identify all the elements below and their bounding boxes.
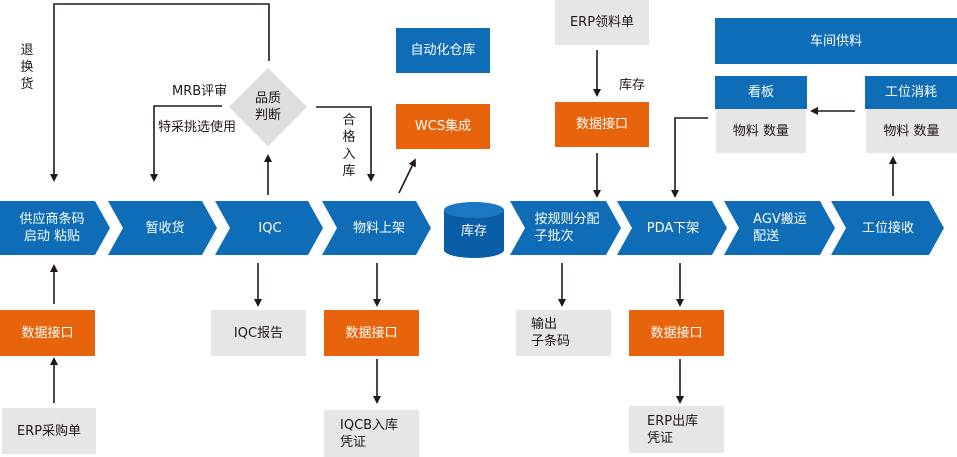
- step-station-receive: 工位接收: [861, 220, 914, 236]
- voucher-line1: IQCB入库: [340, 417, 399, 433]
- decision-line1: 品质: [254, 91, 281, 106]
- quality-decision-diamond: [229, 68, 307, 146]
- decision-line2: 判断: [254, 108, 281, 123]
- shelving-data-interface-box: 数据接口: [324, 310, 419, 356]
- step-supplier-barcode: 供应商条码启动 粘贴: [4, 201, 100, 255]
- step-label-line2: 配送: [753, 229, 780, 244]
- pda-data-interface-box: 数据接口: [629, 310, 724, 356]
- step-chevron-2: [108, 201, 217, 255]
- wcs-integration-box: WCS集成: [396, 104, 490, 149]
- iqc-report-box: IQC报告: [211, 310, 306, 356]
- qualified-char: 库: [342, 164, 356, 179]
- quality-decision-label: 品质判断: [238, 90, 298, 124]
- voucher-line2: 凭证: [340, 434, 367, 450]
- step-pda-unload: PDA下架: [646, 220, 700, 236]
- to-wcs-arrow: [398, 158, 416, 194]
- output-line2: 子条码: [531, 334, 571, 349]
- qualified-char: 格: [342, 130, 356, 145]
- step-chevron-7: [617, 201, 727, 255]
- erp-out-voucher-box: ERP出库凭证: [629, 406, 724, 453]
- output-line1: 输出: [531, 317, 558, 332]
- data-interface-box: 数据接口: [555, 102, 649, 147]
- kanban-material-qty: 物料 数量: [716, 109, 806, 153]
- special-use-label: 特采挑选使用: [158, 120, 237, 135]
- station-material-qty: 物料 数量: [866, 109, 957, 153]
- inventory-cylinder: [444, 202, 504, 258]
- auto-warehouse-box: 自动化仓库: [396, 28, 490, 73]
- mrb-review-label: MRB评审: [172, 84, 228, 99]
- step-label-line1: AGV搬运: [753, 212, 807, 227]
- step-chevron-1: [0, 201, 110, 255]
- sub-barcode-output-box: 输出子条码: [516, 310, 611, 356]
- step-allocate-sub-batch: 按规则分配子批次: [520, 201, 614, 255]
- step-label-line2: 启动 粘贴: [23, 229, 81, 244]
- return-char: 货: [20, 77, 34, 92]
- kanban-to-pda-arrow: [671, 117, 708, 198]
- erp-out-line2: 凭证: [647, 430, 674, 446]
- qualified-storage-label: 合 格 入 库: [342, 112, 356, 180]
- return-goods-label: 退 换 货: [20, 42, 34, 93]
- step-chevron-6: [510, 201, 621, 255]
- step-label-line1: 按规则分配: [534, 212, 600, 227]
- qualified-char: 入: [342, 147, 356, 162]
- workshop-supply-box: 车间供料: [715, 18, 957, 64]
- step-label-line1: 供应商条码: [19, 212, 85, 227]
- qualified-arrow: [316, 106, 375, 182]
- mrb-arrow: [150, 105, 222, 182]
- step-chevron-8: [724, 201, 835, 255]
- return-char: 换: [20, 60, 34, 75]
- step-chevron-4: [322, 201, 431, 255]
- qualified-char: 合: [342, 113, 356, 128]
- inventory-label: 库存: [619, 78, 646, 93]
- step-agv-delivery: AGV搬运配送: [734, 201, 826, 255]
- return-char: 退: [20, 43, 34, 58]
- step-label-line2: 子批次: [534, 229, 574, 244]
- kanban-header: 看板: [715, 76, 807, 109]
- return-goods-arrow: [50, 3, 270, 182]
- step-inventory: 库存: [460, 223, 487, 239]
- supplier-data-interface-box: 数据接口: [0, 310, 95, 356]
- step-temp-receive: 暂收货: [145, 220, 185, 236]
- erp-purchase-box: ERP采购单: [2, 408, 96, 454]
- step-iqc: IQC: [258, 220, 282, 236]
- step-shelving: 物料上架: [352, 220, 405, 236]
- erp-out-line1: ERP出库: [647, 413, 699, 429]
- step-chevron-9: [831, 201, 944, 255]
- step-chevron-3: [215, 201, 323, 255]
- iqcb-voucher-box: IQCB入库凭证: [324, 410, 419, 457]
- station-consume-header: 工位消耗: [865, 76, 957, 109]
- erp-picking-box: ERP领料单: [555, 0, 649, 45]
